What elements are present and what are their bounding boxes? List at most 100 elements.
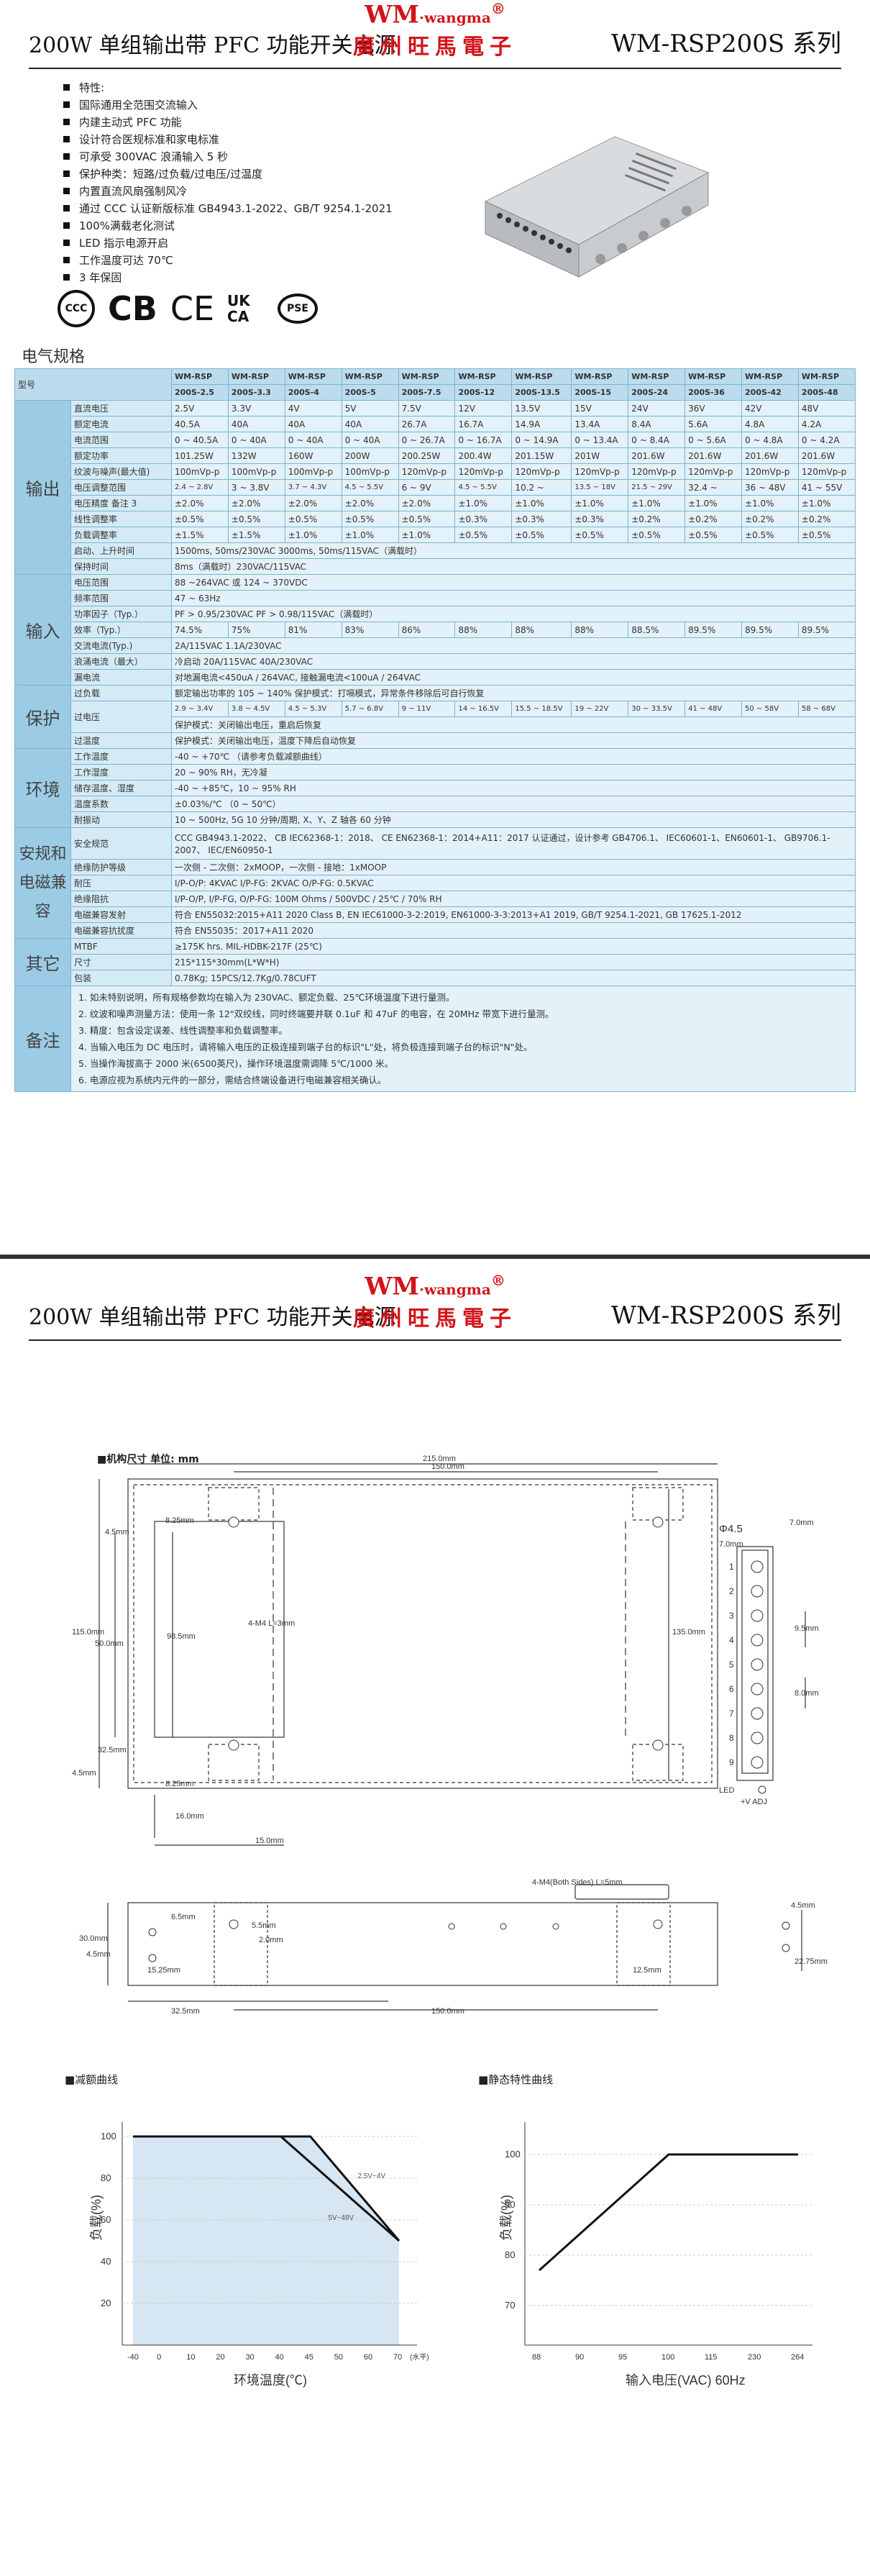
row-label: 保持时间	[70, 558, 172, 575]
value-cell: 符合 EN55035：2017+A11 2020	[171, 922, 856, 939]
value-cell: 201.6W	[684, 447, 743, 464]
spec-row: 保护过负载额定输出功率的 105 ~ 140% 保护模式：打嗝模式，异常条件移除…	[14, 685, 856, 749]
value-cell: 15.5 ~ 18.5V	[511, 701, 572, 717]
x-tick-label: 60	[364, 2353, 372, 2362]
value-cell: 88 ~264VAC 或 124 ~ 370VDC	[171, 574, 856, 591]
value-cell: 4.8A	[741, 416, 799, 432]
value-cell: 2.9 ~ 3.4V	[171, 701, 229, 717]
value-cell: 14 ~ 16.5V	[454, 701, 513, 717]
value-cell: 13.5 ~ 18V	[571, 479, 629, 496]
value-cell: 21.5 ~ 29V	[628, 479, 686, 496]
note-line: 6. 电源应视为系统内元件的一部分，需结合终端设备进行电磁兼容相关确认。	[78, 1075, 387, 1086]
value-cell: ±1.5%	[227, 527, 285, 543]
value-cell: 3.8 ~ 4.5V	[227, 701, 285, 717]
model-suffix: 200S-4	[284, 384, 342, 401]
brand-logo-2: WM·wangma® 廣州旺馬電子	[353, 1272, 517, 1332]
feature-item: 国际通用全范围交流输入	[63, 96, 393, 114]
value-cell: 41 ~ 48V	[684, 701, 743, 717]
x-tick-label: -40	[127, 2353, 139, 2362]
value-cell: 0 ~ 40A	[341, 432, 399, 448]
value-cell: 12V	[454, 400, 513, 417]
value-cell: 5V	[341, 400, 399, 417]
value-cell: ±0.5%	[571, 527, 629, 543]
terminal-number: 9	[729, 1757, 734, 1767]
value-cell: ±0.5%	[454, 527, 513, 543]
value-cell: 200.25W	[398, 447, 456, 464]
value-cell: 16.7A	[454, 416, 513, 432]
logo-reg-2: ®	[490, 1272, 505, 1289]
value-cell: 5.7 ~ 6.8V	[341, 701, 399, 717]
value-cell: 42V	[741, 400, 799, 417]
spec-row: 浪涌电流（最大）冷启动 20A/115VAC 40A/230VAC	[15, 653, 856, 670]
x-axis-label: 输入电压(VAC) 60Hz	[626, 2373, 746, 2388]
value-cell: 一次侧 - 二次侧：2xMOOP，一次侧 - 接地：1xMOOP	[171, 859, 856, 875]
terminal-number: 7	[729, 1708, 734, 1719]
value-cell: ±1.0%	[511, 495, 572, 511]
x-tick-label: 45	[305, 2353, 313, 2362]
row-label: 线性调整率	[70, 511, 172, 527]
value-cell: 40.5A	[171, 416, 229, 432]
dim-50: 50.0mm	[95, 1639, 124, 1648]
row-label: 包装	[70, 970, 172, 986]
dim-m4-side: 4-M4(Both Sides) L=5mm	[532, 1878, 623, 1887]
y-tick-label: 80	[101, 2172, 111, 2183]
ce-mark: CE	[170, 289, 215, 328]
value-cell: ±0.5%	[628, 527, 686, 543]
spec-row: 线性调整率±0.5%±0.5%±0.5%±0.5%±0.5%±0.3%±0.3%…	[15, 511, 856, 527]
spec-row: 电压精度 备注 3±2.0%±2.0%±2.0%±2.0%±2.0%±1.0%±…	[15, 495, 856, 511]
y-tick-label: 90	[505, 2199, 515, 2210]
value-cell: 83%	[341, 622, 399, 638]
value-cell: 100mVp-p	[227, 463, 285, 480]
x-unit-label: (水平)	[410, 2353, 429, 2362]
value-cell: 100mVp-p	[284, 463, 342, 480]
dim-45-side: 4.5mm	[86, 1950, 111, 1959]
value-cell: 120mVp-p	[511, 463, 572, 480]
dim-985: 98.5mm	[167, 1632, 196, 1641]
feature-list: 特性:国际通用全范围交流输入内建主动式 PFC 功能设计符合医规标准和家电标准可…	[63, 79, 393, 286]
spec-row: 功率因子（Typ.）PF > 0.95/230VAC PF > 0.98/115…	[15, 606, 856, 622]
row-label: 交流电流(Typ.)	[70, 637, 172, 654]
dim-16: 16.0mm	[175, 1812, 204, 1821]
row-label: 电压调整范围	[70, 479, 172, 496]
dim-45-bottom: 4.5mm	[72, 1769, 96, 1778]
value-cell: 2A/115VAC 1.1A/230VAC	[171, 637, 856, 654]
value-cell: ±1.0%	[398, 527, 456, 543]
value-cell: ±0.2%	[741, 511, 799, 527]
dim-325-side: 32.5mm	[171, 2007, 200, 2016]
dim-125: 12.5mm	[633, 1966, 661, 1975]
value-cell: 100mVp-p	[341, 463, 399, 480]
value-cell: ±0.5%	[511, 527, 572, 543]
series-title: WM-RSP200S 系列	[610, 29, 841, 58]
value-cell: 保护模式：关闭输出电压，重启后恢复	[171, 716, 856, 733]
value-cell: 15V	[571, 400, 629, 417]
value-cell: 冷启动 20A/115VAC 40A/230VAC	[171, 653, 856, 670]
x-tick-label: 40	[275, 2353, 284, 2362]
logo-wm: WM	[365, 0, 420, 29]
value-cell: 4.2A	[797, 416, 856, 432]
value-cell: 88%	[571, 622, 629, 638]
value-cell: ±2.0%	[171, 495, 229, 511]
value-cell: 88%	[454, 622, 513, 638]
feature-item: 3 年保固	[63, 269, 393, 286]
terminal-number: 2	[729, 1586, 734, 1596]
x-tick-label: 230	[748, 2353, 761, 2362]
value-cell: 200.4W	[454, 447, 513, 464]
terminal-number: 3	[729, 1611, 734, 1621]
model-prefix: WM-RSP	[454, 368, 513, 385]
value-cell: -40 ~ +85℃，10 ~ 95% RH	[171, 780, 856, 796]
adj-label: +V ADJ	[741, 1798, 767, 1806]
value-cell: 30 ~ 33.5V	[628, 701, 686, 717]
terminal-number: 8	[729, 1733, 734, 1743]
x-tick-label: 115	[705, 2353, 718, 2362]
value-cell: 120mVp-p	[454, 463, 513, 480]
value-cell: ±2.0%	[398, 495, 456, 511]
